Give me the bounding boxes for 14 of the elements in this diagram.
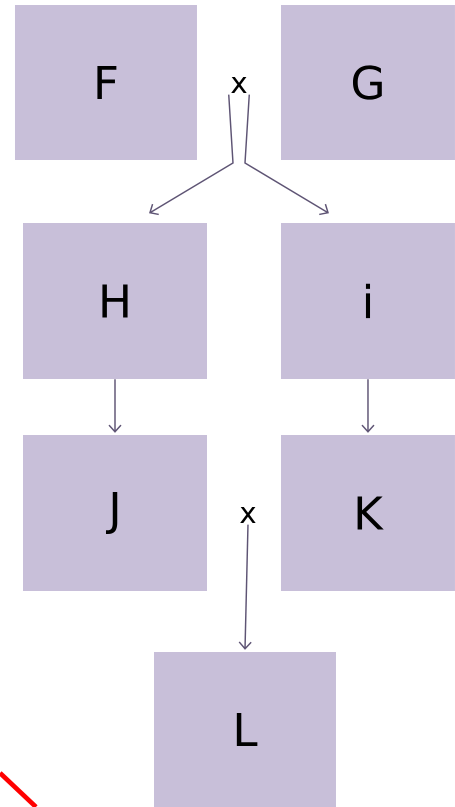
process-box: F <box>14 5 197 160</box>
process-box: L <box>154 652 336 807</box>
process-box: H <box>23 223 207 379</box>
process-box: J <box>23 435 207 591</box>
arrow <box>149 94 234 216</box>
arrow <box>244 94 329 216</box>
arrow <box>361 379 375 433</box>
arrow <box>238 524 252 650</box>
cross-symbol: x <box>231 77 247 94</box>
arrow <box>108 379 122 433</box>
cross-symbol: x <box>240 507 256 523</box>
process-box: K <box>280 435 455 591</box>
process-box: i <box>280 223 455 379</box>
process-box: G <box>280 5 455 160</box>
